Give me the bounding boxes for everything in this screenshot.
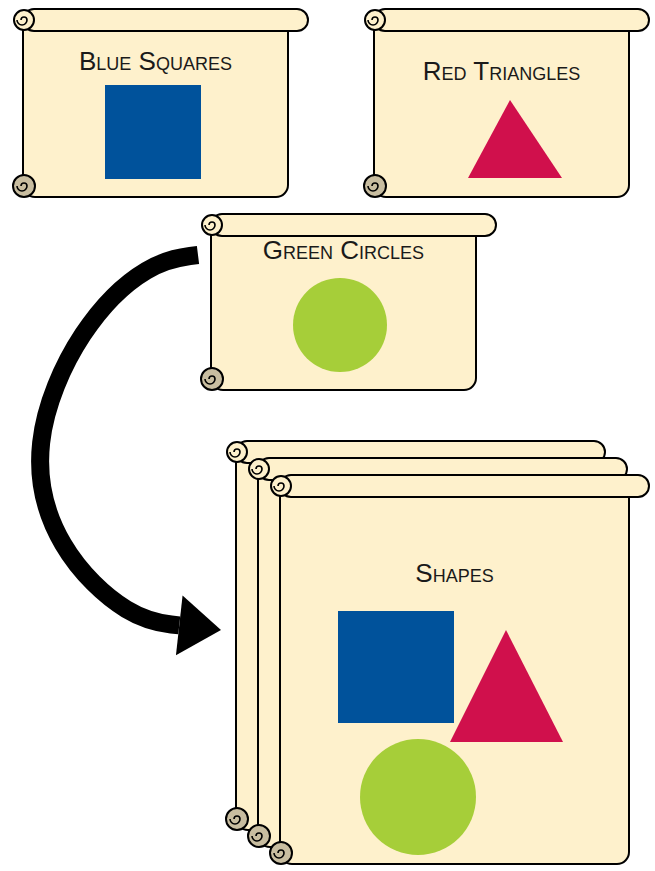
scroll-body [211,224,476,390]
scroll-curl [205,222,215,230]
scroll-curl [368,17,378,25]
scroll-curl [364,175,386,197]
scroll-curl [274,850,284,858]
scroll-curl [17,183,27,191]
scroll-curl [270,842,292,864]
scroll-curl [368,183,378,191]
scroll-roll [374,9,649,31]
red-triangle [468,100,562,178]
scroll-curl [226,808,248,830]
scroll-curl [271,476,291,496]
scroll-roll [23,9,308,31]
scroll-curl [17,17,27,25]
scroll-title: Blue Squares [23,46,288,76]
scroll-body [23,19,288,197]
scroll-title: Red Triangles [374,56,629,86]
scroll-body [374,19,629,197]
green-circle [293,278,387,372]
scroll-node: Green Circles [200,213,498,391]
scroll-curl [274,483,284,491]
arrow-head [176,596,221,656]
title-text: Red Triangles [374,56,629,86]
scroll-curl [230,816,240,824]
scroll-node: Shapes [225,440,651,865]
scroll-curl [14,10,34,30]
blue-square [105,85,201,179]
scroll-curl [248,825,270,847]
scroll-curl [201,368,223,390]
scroll-curl [230,449,240,457]
red-triangle [450,630,563,742]
scroll-roll [211,214,496,236]
scroll-title: Green Circles [211,235,476,265]
scroll-curl [13,175,35,197]
arrow-shaft [40,255,198,625]
scroll-outline [363,8,651,198]
scroll-curl [252,466,262,474]
scroll-outline [225,440,651,865]
scroll-curl [227,442,247,462]
scroll-curl [252,833,262,841]
title-text: Green Circles [211,235,476,265]
scroll-curl [365,10,385,30]
title-text: Blue Squares [23,46,288,76]
green-circle [360,739,476,855]
title-text: Shapes [280,558,629,588]
blue-square [338,611,454,723]
scroll-node: Red Triangles [363,8,651,198]
scroll-curl [249,459,269,479]
scroll-curl [205,376,215,384]
scroll-body [280,485,629,864]
scroll-outline [12,8,310,198]
scroll-curl [202,215,222,235]
curved-arrow [40,255,221,655]
scroll-title: Shapes [280,558,629,588]
scroll-roll [280,475,649,497]
scroll-node: Blue Squares [12,8,310,198]
